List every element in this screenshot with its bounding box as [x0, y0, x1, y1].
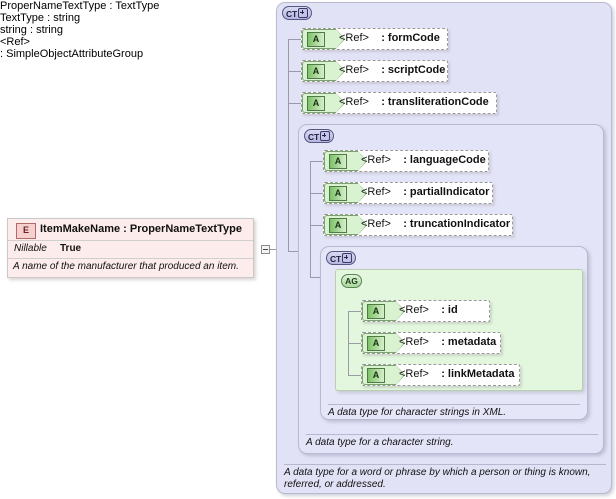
connector-branch-languagecode: [310, 161, 323, 162]
connector-branch-transliterationcode: [288, 103, 301, 104]
attribute-icon: A: [367, 336, 385, 351]
attribute-ref: <Ref>: [339, 64, 369, 76]
documentation-string: A data type for character strings in XML…: [328, 404, 580, 419]
attribute-name: : id: [441, 304, 458, 316]
connector-branch-texttype: [288, 251, 298, 252]
complextype-icon-string: CT: [326, 251, 356, 265]
attribute-ref: <Ref>: [361, 218, 391, 230]
attribute-icon: A: [367, 368, 385, 383]
element-property-key: Nillable: [14, 243, 47, 254]
attribute-truncationindicator[interactable]: A <Ref> : truncationIndicator: [323, 214, 513, 236]
attribute-ref: <Ref>: [361, 186, 391, 198]
attribute-icon: A: [329, 154, 347, 169]
attribute-name: : linkMetadata: [441, 368, 515, 380]
attribute-icon: A: [307, 96, 325, 111]
attribute-name: : partialIndicator: [403, 186, 490, 198]
connector-trunk-propername: [288, 39, 289, 251]
connector-branch-string: [310, 277, 320, 278]
attribute-icon: A: [367, 304, 385, 319]
connector-branch-id: [348, 311, 361, 312]
element-documentation: A name of the manufacturer that produced…: [13, 261, 239, 272]
connector-branch-partialindicator: [310, 193, 323, 194]
attribute-name: : formCode: [381, 32, 440, 44]
attribute-icon: A: [307, 64, 325, 79]
element-header: E ItemMakeName : ProperNameTextType: [8, 219, 253, 241]
attributegroup-name: : SimpleObjectAttributeGroup: [0, 48, 144, 60]
attribute-ref: <Ref>: [399, 336, 429, 348]
attribute-partialindicator[interactable]: A <Ref> : partialIndicator: [323, 182, 493, 204]
element-title: ItemMakeName : ProperNameTextType: [40, 223, 242, 235]
attributegroup-ref: <Ref>: [0, 36, 30, 48]
attribute-name: : scriptCode: [381, 64, 446, 76]
element-property-value: True: [60, 243, 82, 254]
documentation-propernametexttype: A data type for a word or phrase by whic…: [284, 464, 606, 491]
connector-branch-metadata: [348, 343, 361, 344]
element-type-icon: E: [16, 223, 36, 239]
expand-collapse-toggle[interactable]: [261, 245, 270, 254]
attribute-ref: <Ref>: [361, 154, 391, 166]
attribute-ref: <Ref>: [339, 32, 369, 44]
complextype-label-string: string : string: [0, 24, 63, 36]
connector-branch-truncationindicator: [310, 225, 323, 226]
element-box-itemmakename[interactable]: E ItemMakeName : ProperNameTextType Nill…: [7, 218, 254, 278]
attribute-ref: <Ref>: [399, 304, 429, 316]
attribute-icon: A: [329, 218, 347, 233]
connector-branch-linkmetadata: [348, 375, 361, 376]
connector-trunk-texttype: [310, 161, 311, 277]
element-property-row: Nillable True: [8, 241, 253, 259]
attribute-id[interactable]: A <Ref> : id: [361, 300, 490, 322]
connector-branch-scriptcode: [288, 71, 301, 72]
complextype-label-texttype: TextType : string: [0, 12, 81, 24]
connector-branch-formcode: [288, 39, 301, 40]
attribute-transliterationcode[interactable]: A <Ref> : transliterationCode: [301, 92, 497, 114]
attribute-name: : languageCode: [403, 154, 486, 166]
complextype-label-propernametexttype: ProperNameTextType : TextType: [0, 0, 160, 12]
attribute-ref: <Ref>: [339, 96, 369, 108]
attribute-icon: A: [307, 32, 325, 47]
attribute-metadata[interactable]: A <Ref> : metadata: [361, 332, 501, 354]
attributegroup-icon: AG: [341, 274, 362, 288]
complextype-icon-texttype: CT: [304, 129, 334, 143]
complextype-icon-propernametexttype: CT: [282, 6, 312, 20]
attribute-name: : transliterationCode: [381, 96, 489, 108]
attribute-linkmetadata[interactable]: A <Ref> : linkMetadata: [361, 364, 520, 386]
attribute-name: : truncationIndicator: [403, 218, 511, 230]
attribute-languagecode[interactable]: A <Ref> : languageCode: [323, 150, 489, 172]
attribute-icon: A: [329, 186, 347, 201]
attribute-ref: <Ref>: [399, 368, 429, 380]
attribute-scriptcode[interactable]: A <Ref> : scriptCode: [301, 60, 448, 82]
attribute-formcode[interactable]: A <Ref> : formCode: [301, 28, 448, 50]
documentation-texttype: A data type for a character string.: [306, 434, 598, 449]
attribute-name: : metadata: [441, 336, 497, 348]
